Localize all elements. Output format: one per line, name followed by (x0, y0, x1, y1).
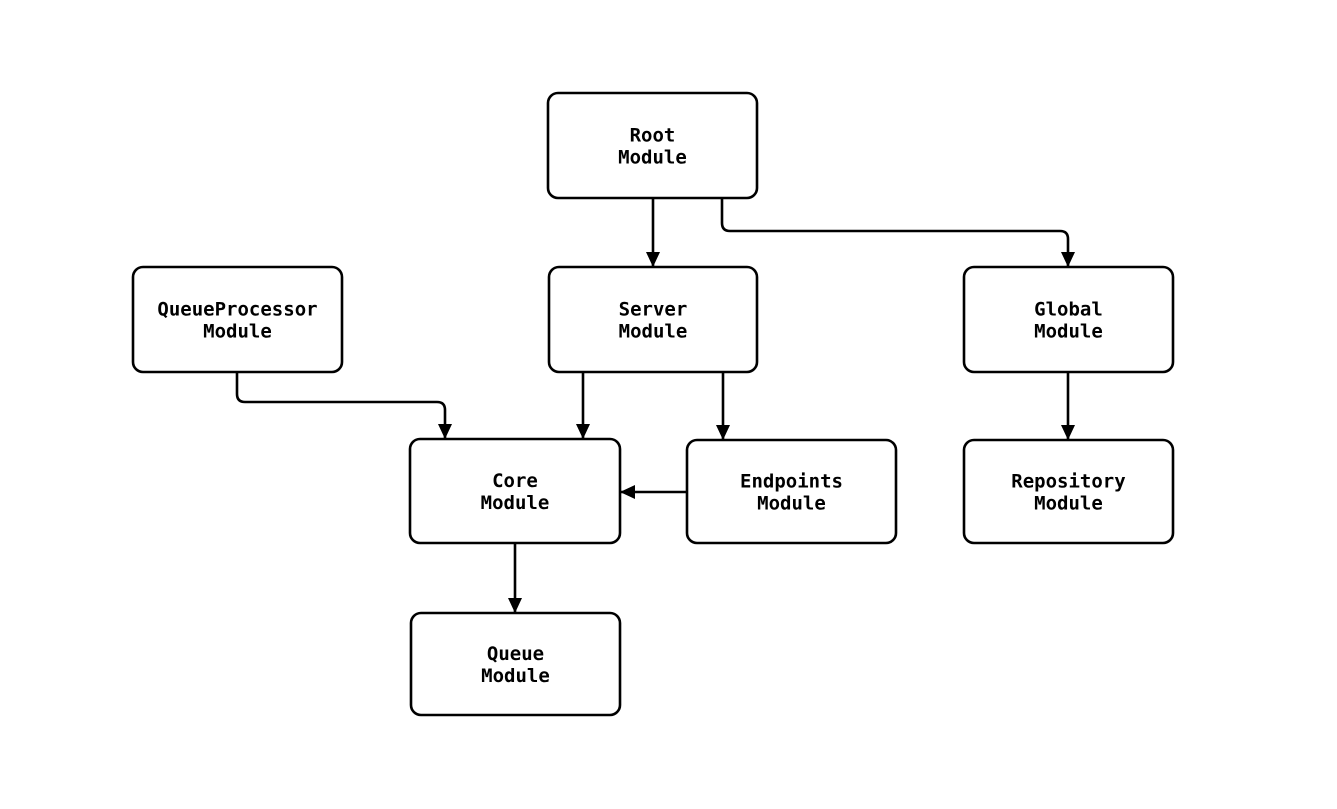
node-box-root (546, 91, 759, 200)
node-box-repository (962, 438, 1175, 545)
node-box-queueprocessor (131, 265, 344, 374)
node-box-core (408, 437, 622, 545)
edge-queueprocessor-to-core (235, 372, 452, 439)
node-box-queue (409, 611, 622, 717)
node-box-server (547, 265, 759, 374)
node-box-global (962, 265, 1175, 374)
edge-root-to-global (720, 198, 1075, 267)
node-box-endpoints (685, 438, 898, 545)
